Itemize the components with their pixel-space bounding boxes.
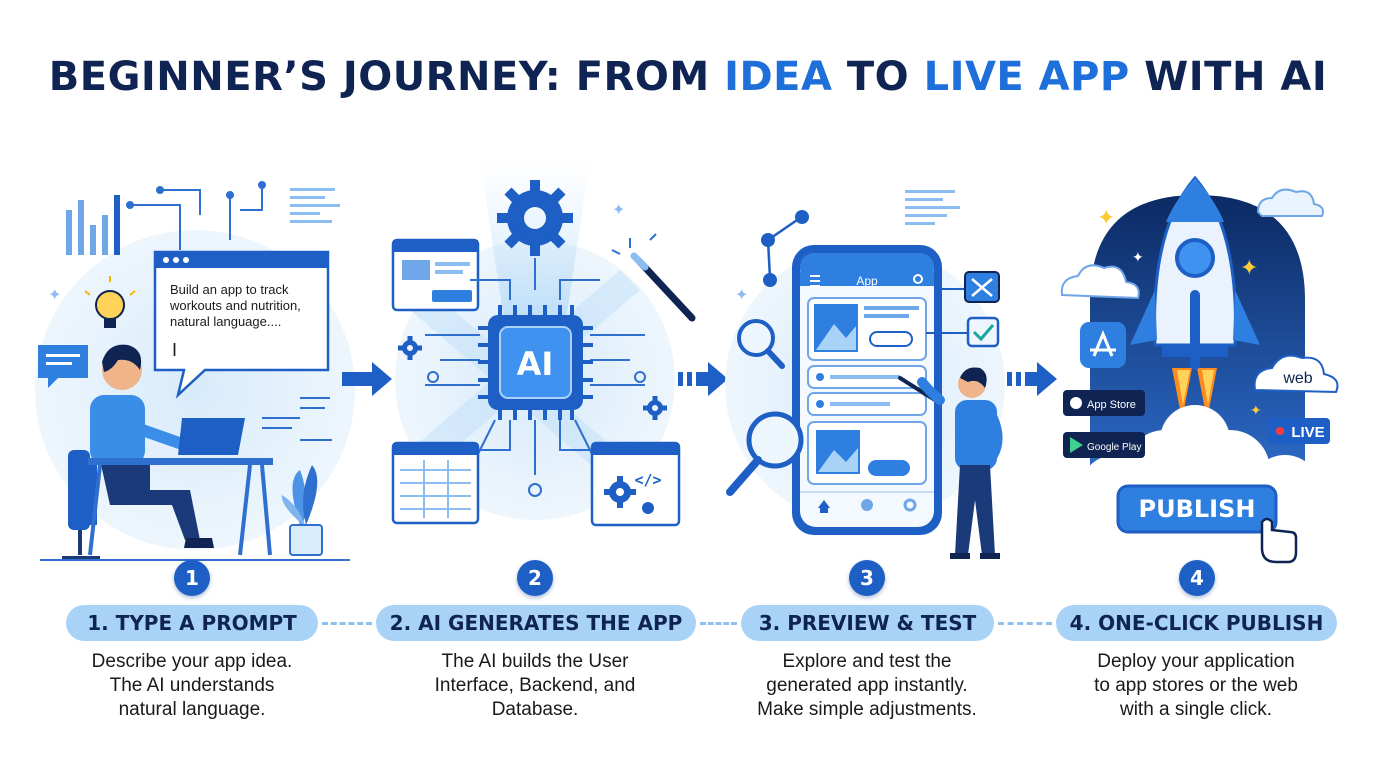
person-at-desk: [62, 344, 273, 560]
step-2-desc-line: Database.: [491, 699, 579, 720]
step2-illustration: ✦: [391, 160, 696, 527]
chat-bubble-icon: [38, 345, 88, 388]
svg-text:✦: ✦: [735, 287, 748, 304]
step-3-label: 3. PREVIEW & TEST: [741, 605, 994, 641]
large-gear-icon: [497, 180, 573, 256]
step-3-number: 3: [849, 560, 885, 596]
prompt-line-2: workouts and nutrition,: [169, 298, 301, 313]
step-2-desc-line: The AI builds the User: [441, 651, 629, 672]
svg-text:✦: ✦: [1097, 205, 1115, 230]
magnifier-icon-bottom: [726, 411, 804, 496]
step-2-description: The AI builds the User Interface, Backen…: [385, 650, 685, 722]
arrow-3-icon: [1007, 362, 1057, 396]
step-2-desc-line: Interface, Backend, and: [434, 675, 636, 696]
publish-label: PUBLISH: [1139, 495, 1256, 523]
ui-window-icon: [391, 238, 480, 312]
title-part-2: TO: [832, 54, 924, 100]
step-2-number: 2: [517, 560, 553, 596]
ai-chip: AI: [478, 305, 593, 420]
code-lines-icon: [290, 188, 340, 223]
magnifier-icon-top: [737, 319, 785, 369]
checkbox-icon: [926, 316, 1000, 348]
title-part-3: WITH AI: [1129, 54, 1328, 100]
small-gear-icon: [398, 336, 422, 360]
step-4-description: Deploy your application to app stores or…: [1046, 650, 1346, 722]
live-label: LIVE: [1291, 424, 1324, 441]
person-with-pen: [898, 367, 1003, 559]
connector-1: [322, 622, 372, 625]
web-label: web: [1282, 370, 1312, 387]
step-3-description: Explore and test the generated app insta…: [717, 650, 1017, 722]
step-3-desc-line: Explore and test the: [782, 651, 952, 672]
title-idea: IDEA: [724, 54, 833, 100]
arrow-2-icon: [678, 362, 728, 396]
step-1-desc-line: natural language.: [118, 699, 266, 720]
svg-text:✦: ✦: [1250, 402, 1262, 418]
web-cloud-icon: web: [1253, 354, 1339, 394]
small-code-lines-icon: [262, 397, 332, 441]
step3-illustration: ✦ App: [725, 190, 1005, 559]
step-1-description: Describe your app idea. The AI understan…: [42, 650, 342, 722]
phone-mockup: App: [792, 245, 942, 535]
app-store-label: App Store: [1087, 399, 1136, 411]
code-lines-icon-3: [905, 190, 960, 225]
step-4-desc-line: to app stores or the web: [1094, 675, 1298, 696]
step-3-desc-line: generated app instantly.: [766, 675, 968, 696]
step1-illustration: ✦ Build an app to track workouts and nut…: [35, 181, 355, 561]
svg-text:✦: ✦: [1132, 249, 1144, 265]
step-1-desc-line: Describe your app idea.: [91, 651, 293, 672]
close-box-icon: [934, 271, 1000, 303]
journey-illustration: ✦ Build an app to track workouts and nut…: [35, 160, 1339, 564]
database-table-icon: [391, 441, 480, 525]
title-live-app: LIVE APP: [923, 54, 1130, 100]
app-store-logo-icon: [1080, 322, 1126, 368]
phone-app-title: App: [856, 274, 878, 288]
cloud-icon-top-left: [1060, 264, 1140, 300]
step-4-desc-line: with a single click.: [1119, 699, 1273, 720]
cloud-icon-top-right: [1256, 188, 1324, 217]
google-play-badge: Google Play: [1063, 432, 1145, 458]
step-4-label: 4. ONE-CLICK PUBLISH: [1056, 605, 1337, 641]
circuit-traces: [425, 258, 645, 475]
step4-illustration: ✦ ✦ ✦ ✦: [1060, 175, 1339, 564]
svg-text:✦: ✦: [1240, 255, 1258, 280]
connector-2: [700, 622, 737, 625]
code-symbol: </>: [634, 471, 661, 489]
ai-chip-label: AI: [517, 345, 554, 383]
step-2-label: 2. AI GENERATES THE APP: [376, 605, 696, 641]
connector-3: [998, 622, 1052, 625]
prompt-line-3: natural language....: [170, 314, 281, 329]
step-1-number: 1: [174, 560, 210, 596]
svg-text:✦: ✦: [612, 202, 625, 219]
app-store-badge: App Store: [1063, 390, 1145, 416]
google-play-label: Google Play: [1087, 442, 1141, 453]
small-gear-icon-right: [643, 396, 667, 420]
prompt-window: Build an app to track workouts and nutri…: [153, 250, 330, 399]
page-title: BEGINNER’S JOURNEY: FROM IDEA TO LIVE AP…: [0, 54, 1376, 100]
step-3-desc-line: Make simple adjustments.: [757, 699, 977, 720]
text-cursor-icon: I: [172, 340, 177, 360]
step-1-desc-line: The AI understands: [109, 675, 275, 696]
magic-wand-icon: ✦: [611, 202, 696, 322]
step-4-desc-line: Deploy your application: [1097, 651, 1295, 672]
code-window-icon: </>: [590, 441, 681, 527]
bar-chart-icon: [66, 195, 120, 255]
lightbulb-icon: [84, 276, 136, 328]
step-1-label: 1. TYPE A PROMPT: [66, 605, 318, 641]
circuit-lines-icon: [130, 185, 263, 250]
rocket-icon: [1130, 175, 1260, 420]
live-badge: LIVE: [1268, 418, 1330, 444]
publish-button: PUBLISH: [1116, 484, 1278, 534]
title-part-1: BEGINNER’S JOURNEY: FROM: [48, 54, 725, 100]
prompt-line-1: Build an app to track: [170, 282, 289, 297]
potted-plant-icon: [281, 465, 323, 556]
pointer-hand-icon: [1260, 517, 1298, 564]
step-4-number: 4: [1179, 560, 1215, 596]
arrow-1-icon: [342, 362, 392, 396]
svg-text:✦: ✦: [48, 287, 61, 304]
